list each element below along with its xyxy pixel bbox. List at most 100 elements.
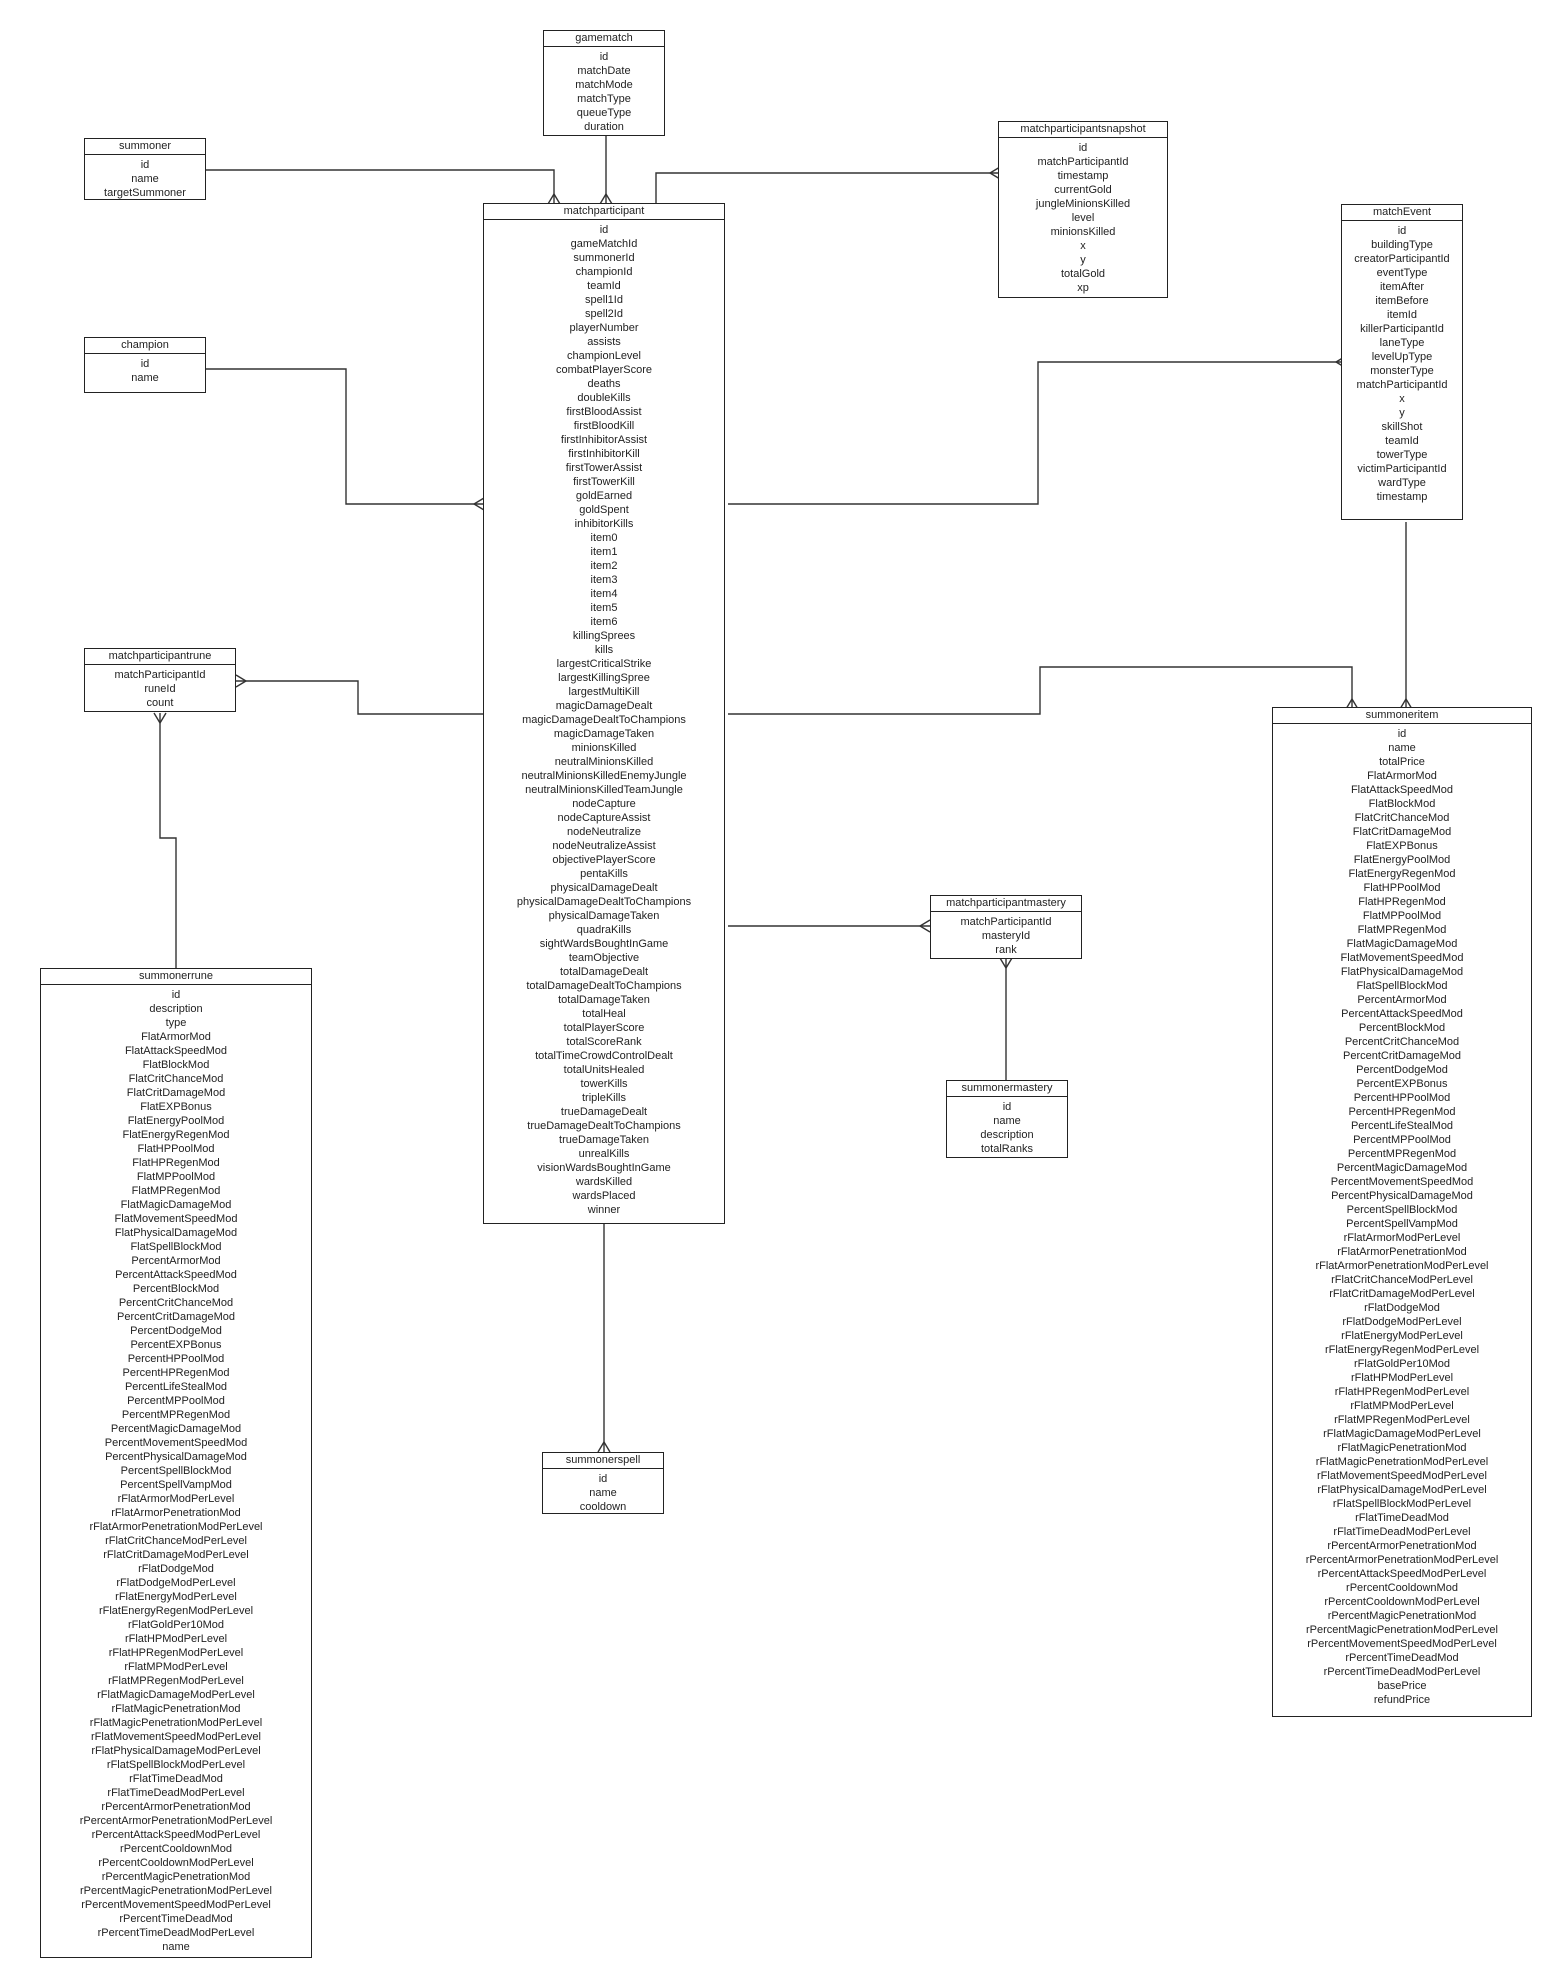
attribute: timestamp — [1376, 491, 1428, 503]
rel-gamematch-matchparticipant — [599, 136, 613, 205]
attribute: PercentAttackSpeedMod — [1341, 1008, 1463, 1020]
attribute: largestCriticalStrike — [556, 658, 652, 670]
attribute: rFlatArmorModPerLevel — [117, 1493, 235, 1505]
attribute: id — [140, 358, 150, 370]
attribute: assists — [587, 336, 621, 348]
attribute: physicalDamageDealtToChampions — [516, 896, 692, 908]
attribute: id — [171, 989, 181, 1001]
attribute: wardsKilled — [575, 1176, 633, 1188]
attribute: PercentCritChanceMod — [118, 1297, 234, 1309]
attribute: PercentMPPoolMod — [127, 1395, 225, 1407]
attribute: tripleKills — [581, 1092, 626, 1104]
rel-matchparticipant-rune — [235, 674, 484, 715]
attribute: rPercentCooldownMod — [120, 1843, 232, 1855]
attribute: nodeNeutralize — [567, 826, 641, 838]
attribute: pentaKills — [580, 868, 628, 880]
attribute: PercentMPRegenMod — [1347, 1148, 1457, 1160]
attribute: physicalDamageTaken — [548, 910, 660, 922]
attribute: trueDamageDealt — [560, 1106, 648, 1118]
attribute: FlatCritChanceMod — [128, 1073, 224, 1085]
attribute: FlatEnergyPoolMod — [1353, 854, 1451, 866]
attribute: FlatSpellBlockMod — [1356, 980, 1448, 992]
attribute: rFlatMagicDamageModPerLevel — [1323, 1428, 1481, 1440]
attribute: rFlatArmorPenetrationModPerLevel — [1315, 1260, 1489, 1272]
attribute: rFlatMagicPenetrationMod — [1337, 1442, 1467, 1454]
attribute: objectivePlayerScore — [552, 854, 656, 866]
attribute: itemId — [1387, 309, 1417, 321]
attribute: rPercentMovementSpeedModPerLevel — [81, 1899, 271, 1911]
attribute: totalDamageDealt — [559, 966, 649, 978]
attribute: PercentSpellVampMod — [1346, 1218, 1458, 1230]
rel-matchparticipant-summonerspell — [597, 1224, 611, 1453]
attribute: trueDamageTaken — [559, 1134, 649, 1146]
attribute: trueDamageDealtToChampions — [527, 1120, 681, 1132]
entity-title: matchparticipantsnapshot — [999, 122, 1167, 138]
attribute: matchParticipantId — [1356, 379, 1448, 391]
attribute: teamId — [1385, 435, 1419, 447]
attribute: name — [993, 1115, 1021, 1127]
attribute: FlatBlockMod — [142, 1059, 210, 1071]
attribute: id — [1397, 225, 1407, 237]
attribute: PercentLifeStealMod — [124, 1381, 228, 1393]
attribute: skillShot — [1381, 421, 1423, 433]
attribute: rFlatTimeDeadMod — [1355, 1512, 1449, 1524]
attribute: rFlatPhysicalDamageModPerLevel — [91, 1745, 261, 1757]
attribute: rFlatHPModPerLevel — [124, 1633, 228, 1645]
attribute: firstTowerKill — [573, 476, 635, 488]
attribute: type — [165, 1017, 187, 1029]
attribute: rPercentTimeDeadModPerLevel — [97, 1927, 255, 1939]
attribute: playerNumber — [569, 322, 639, 334]
attribute: id — [1002, 1101, 1012, 1113]
rel-champion-matchparticipant — [206, 368, 485, 511]
attribute: FlatAttackSpeedMod — [124, 1045, 228, 1057]
attribute: PercentHPRegenMod — [122, 1367, 230, 1379]
attribute: matchParticipantId — [960, 916, 1052, 928]
attribute: rFlatDodgeMod — [138, 1563, 214, 1575]
attribute: rFlatEnergyModPerLevel — [115, 1591, 237, 1603]
attribute: totalHeal — [582, 1008, 626, 1020]
attribute: FlatCritChanceMod — [1354, 812, 1450, 824]
attribute: item2 — [590, 560, 618, 572]
attribute: towerType — [1376, 449, 1428, 461]
attribute: goldSpent — [579, 504, 629, 516]
attribute: championLevel — [567, 350, 641, 362]
entity-title: summonerrune — [41, 969, 311, 985]
attribute: totalDamageDealtToChampions — [526, 980, 682, 992]
attribute: nodeCapture — [572, 798, 636, 810]
attribute: firstBloodKill — [573, 420, 635, 432]
attribute: FlatMovementSpeedMod — [114, 1213, 238, 1225]
attribute: rPercentCooldownModPerLevel — [1324, 1596, 1480, 1608]
attribute: buildingType — [1371, 239, 1433, 251]
entity-title: champion — [85, 338, 205, 354]
attribute: FlatMagicDamageMod — [120, 1199, 232, 1211]
attribute: firstInhibitorAssist — [560, 434, 648, 446]
attribute: PercentHPRegenMod — [1348, 1106, 1456, 1118]
attribute: FlatAttackSpeedMod — [1350, 784, 1454, 796]
rel-matchevent-summoneritem — [1399, 522, 1413, 710]
attribute: totalGold — [1060, 268, 1106, 280]
attribute: rFlatTimeDeadModPerLevel — [1333, 1526, 1471, 1538]
entity-title: summonerspell — [543, 1453, 663, 1469]
attribute: matchParticipantId — [114, 669, 206, 681]
attribute: rank — [995, 944, 1017, 956]
